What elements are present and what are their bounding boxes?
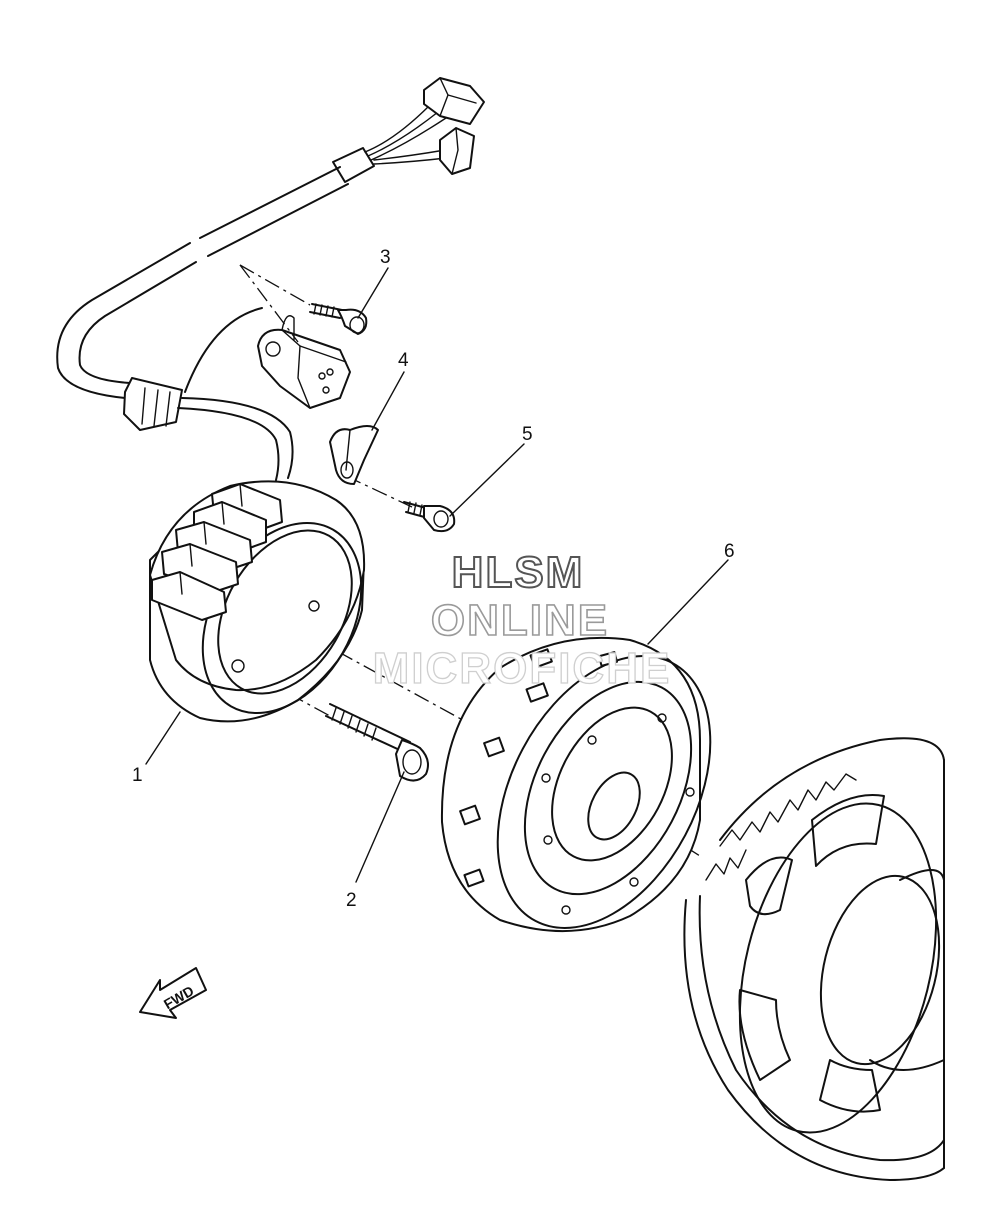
starter-clutch-gear <box>683 737 945 1181</box>
pickup-coil <box>257 315 351 409</box>
fwd-arrow-icon: FWD <box>139 967 207 1019</box>
stator <box>149 480 366 723</box>
screw-5 <box>403 501 456 533</box>
callout-1: 1 <box>132 765 143 786</box>
rotor <box>440 637 712 932</box>
callout-2: 2 <box>346 890 357 911</box>
callout-6: 6 <box>724 541 735 562</box>
callout-4: 4 <box>398 350 409 371</box>
clamp-4 <box>329 425 379 485</box>
bolt-3 <box>309 303 368 335</box>
callout-3: 3 <box>380 247 391 268</box>
wire-harness <box>56 77 485 481</box>
bolt-2 <box>325 703 429 782</box>
callout-5: 5 <box>522 424 533 445</box>
